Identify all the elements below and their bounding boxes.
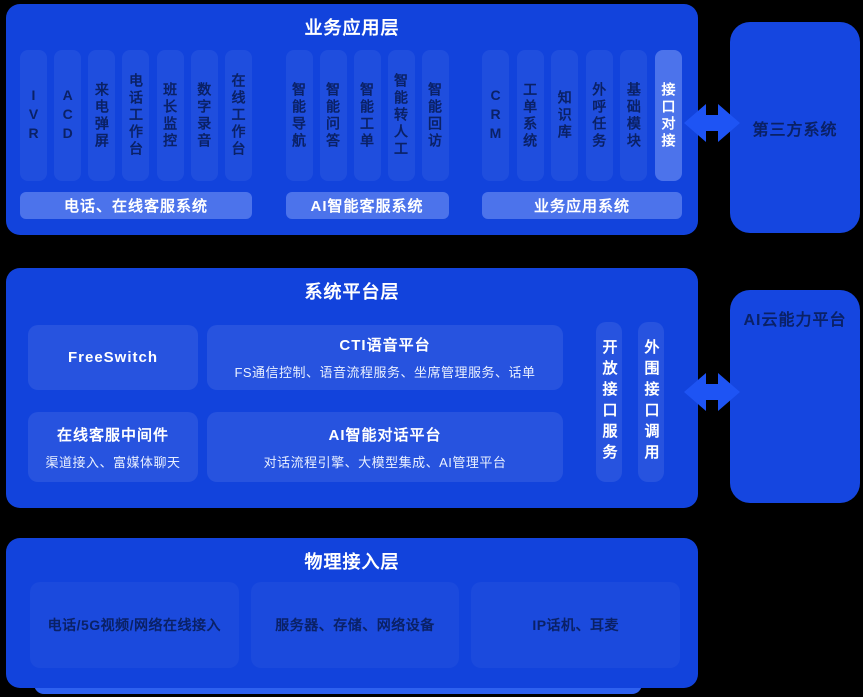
physical-layer-panel: 物理接入层 电话/5G视频/网络在线接入 服务器、存储、网络设备 IP话机、耳麦 bbox=[6, 538, 698, 688]
app-module-pill: 工单系统 bbox=[516, 50, 544, 181]
group-business-app: CRM 工单系统 知识库 外呼任务 基础模块 接口对接 业务应用系统 bbox=[482, 50, 682, 219]
app-module-pill: 来电弹屏 bbox=[88, 50, 116, 181]
business-layer-title: 业务应用层 bbox=[304, 18, 400, 38]
cell-title: FreeSwitch bbox=[67, 349, 159, 366]
app-module-pill: 智能回访 bbox=[421, 50, 449, 181]
app-module-pill: 智能工单 bbox=[353, 50, 381, 181]
double-arrow-icon bbox=[684, 104, 740, 142]
app-module-pill: 班长监控 bbox=[156, 50, 184, 181]
app-module-pill: 智能转人工 bbox=[387, 50, 415, 181]
app-module-pill: 智能问答 bbox=[319, 50, 347, 181]
open-interface-service-pill: 开放接口服务 bbox=[596, 322, 622, 482]
app-module-pill: 智能导航 bbox=[285, 50, 313, 181]
ai-cloud-platform-title: AI云能力平台 bbox=[743, 312, 847, 329]
platform-cell-ai-dialog: AI智能对话平台 对话流程引擎、大模型集成、AI管理平台 bbox=[207, 412, 563, 482]
app-module-pill: CRM bbox=[482, 50, 509, 181]
app-module-pill: IVR bbox=[20, 50, 47, 181]
cell-subtitle: FS通信控制、语音流程服务、坐席管理服务、话单 bbox=[234, 365, 536, 380]
physical-layer-title: 物理接入层 bbox=[304, 552, 400, 572]
physical-item-ip-phone: IP话机、耳麦 bbox=[471, 582, 681, 668]
cell-subtitle: 对话流程引擎、大模型集成、AI管理平台 bbox=[263, 454, 507, 470]
ai-cloud-platform-panel: AI云能力平台 bbox=[730, 290, 860, 503]
app-module-pill: 外呼任务 bbox=[585, 50, 613, 181]
platform-cell-freeswitch: FreeSwitch bbox=[28, 325, 198, 390]
external-interface-call-pill: 外围接口调用 bbox=[638, 322, 664, 482]
app-module-pill: ACD bbox=[54, 50, 82, 181]
app-module-pill: 在线工作台 bbox=[224, 50, 252, 181]
platform-cell-cti: CTI语音平台 FS通信控制、语音流程服务、坐席管理服务、话单 bbox=[207, 325, 563, 390]
platform-layer-title: 系统平台层 bbox=[304, 282, 400, 302]
cell-title: CTI语音平台 bbox=[339, 337, 431, 354]
physical-item-access: 电话/5G视频/网络在线接入 bbox=[30, 582, 239, 668]
third-party-system-panel: 第三方系统 bbox=[730, 22, 860, 233]
double-arrow-icon bbox=[684, 373, 740, 411]
app-module-pill: 知识库 bbox=[551, 50, 579, 181]
group-label-pill: AI智能客服系统 bbox=[285, 192, 449, 219]
business-layer-panel: 业务应用层 IVR ACD 来电弹屏 电话工作台 班长监控 数字录音 在线工作台… bbox=[6, 4, 698, 235]
group-phone-online-service: IVR ACD 来电弹屏 电话工作台 班长监控 数字录音 在线工作台 电话、在线… bbox=[20, 50, 252, 219]
app-module-pill: 数字录音 bbox=[190, 50, 218, 181]
platform-layer-panel: 系统平台层 FreeSwitch CTI语音平台 FS通信控制、语音流程服务、坐… bbox=[6, 268, 698, 508]
group-label-pill: 业务应用系统 bbox=[482, 192, 682, 219]
cell-title: AI智能对话平台 bbox=[328, 426, 442, 444]
app-module-pill: 基础模块 bbox=[620, 50, 648, 181]
platform-cell-online-middleware: 在线客服中间件 渠道接入、富媒体聊天 bbox=[28, 412, 198, 482]
app-module-pill: 电话工作台 bbox=[122, 50, 150, 181]
interface-docking-pill: 接口对接 bbox=[654, 50, 682, 181]
physical-item-servers: 服务器、存储、网络设备 bbox=[250, 582, 460, 668]
third-party-system-title: 第三方系统 bbox=[752, 121, 838, 139]
business-layer-groups: IVR ACD 来电弹屏 电话工作台 班长监控 数字录音 在线工作台 电话、在线… bbox=[20, 50, 682, 219]
cell-title: 在线客服中间件 bbox=[56, 426, 169, 444]
cell-subtitle: 渠道接入、富媒体聊天 bbox=[45, 454, 181, 470]
group-ai-service: 智能导航 智能问答 智能工单 智能转人工 智能回访 AI智能客服系统 bbox=[285, 50, 449, 219]
group-label-pill: 电话、在线客服系统 bbox=[20, 192, 252, 219]
